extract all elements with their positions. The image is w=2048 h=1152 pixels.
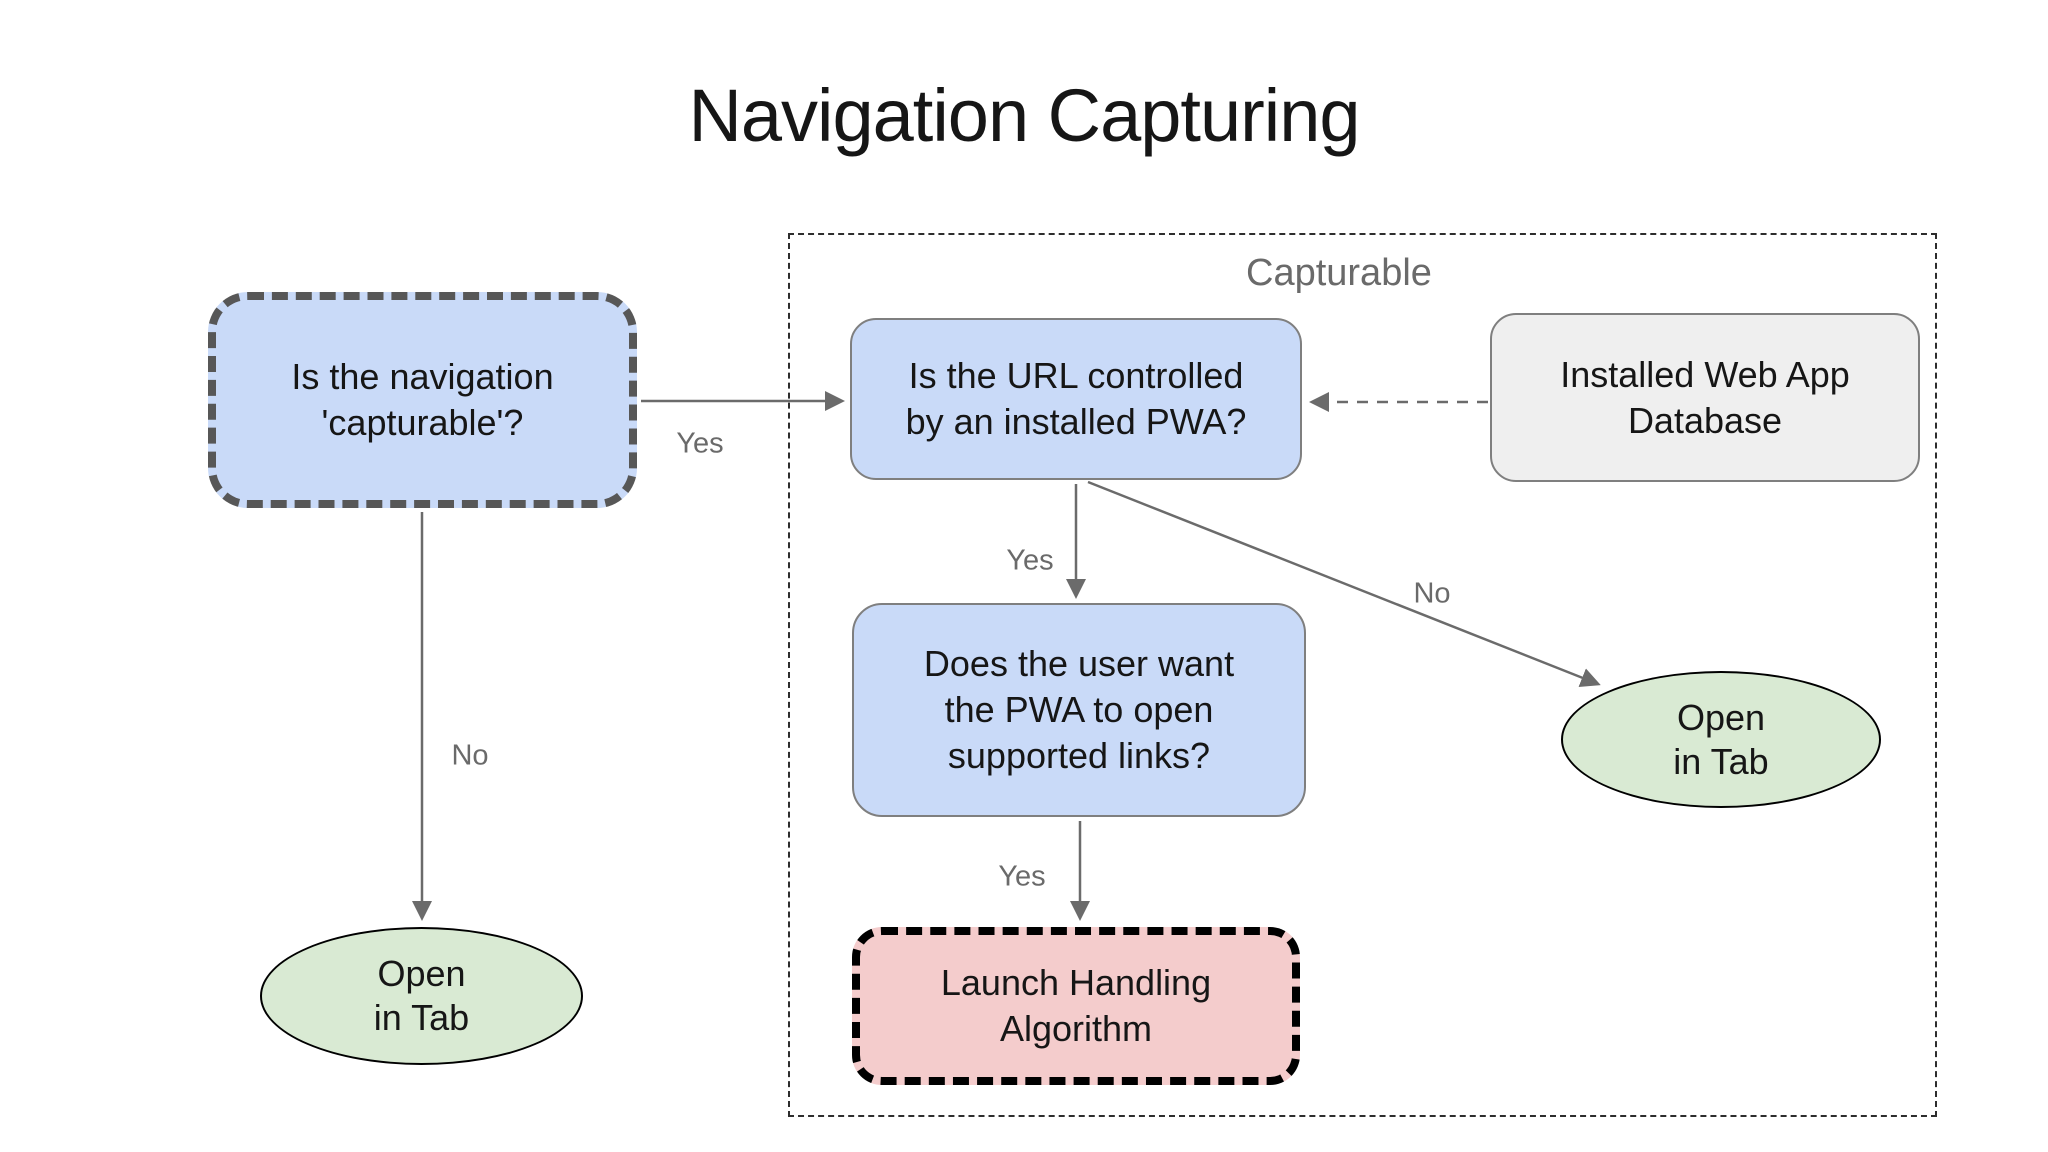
node-url-question-text: Is the URL controlled by an installed PW… <box>905 355 1247 442</box>
node-url-question: Is the URL controlled by an installed PW… <box>850 318 1302 480</box>
node-launch-handling-algorithm-text: Launch Handling Algorithm <box>940 962 1212 1049</box>
diagram-title: Navigation Capturing <box>688 74 1360 157</box>
node-supported-links-question: Does the user want the PWA to open suppo… <box>852 603 1306 817</box>
edge-label-capturable-yes: Yes <box>676 427 724 460</box>
node-open-in-tab-left-text: Open in Tab <box>373 953 470 1038</box>
node-launch-handling-algorithm: Launch Handling Algorithm <box>852 927 1300 1085</box>
node-open-in-tab-right: Open in Tab <box>1561 671 1881 808</box>
node-open-in-tab-right-text: Open in Tab <box>1673 696 1769 782</box>
node-open-in-tab-left: Open in Tab <box>260 927 583 1065</box>
node-installed-web-app-database-text: Installed Web App Database <box>1560 353 1850 441</box>
capturable-group-label: Capturable <box>1246 252 1432 294</box>
edge-label-links-yes: Yes <box>998 860 1046 893</box>
node-capturable-question-text: Is the navigation 'capturable'? <box>291 356 554 443</box>
node-installed-web-app-database: Installed Web App Database <box>1490 313 1920 482</box>
edge-label-url-yes: Yes <box>1006 544 1054 577</box>
node-supported-links-question-text: Does the user want the PWA to open suppo… <box>923 643 1235 776</box>
edge-label-url-no: No <box>1413 577 1451 610</box>
edge-label-capturable-no: No <box>451 739 489 772</box>
node-capturable-question: Is the navigation 'capturable'? <box>208 292 637 508</box>
capturable-group-outline <box>788 233 1937 1117</box>
